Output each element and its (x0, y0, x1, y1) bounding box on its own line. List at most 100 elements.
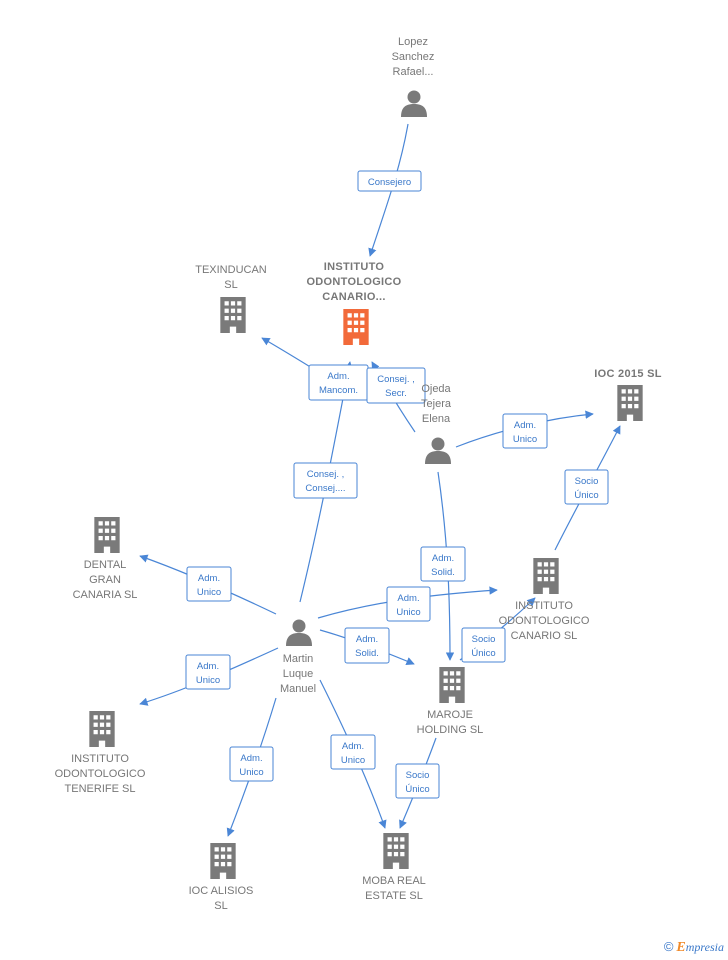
svg-text:Adm.: Adm. (432, 553, 454, 564)
node-label: Ojeda (421, 383, 451, 395)
node-label: Rafael... (393, 66, 434, 78)
node-ioc2015[interactable]: IOC 2015 SL (594, 368, 662, 421)
node-martin[interactable]: Martin Luque Manuel (280, 619, 316, 696)
node-label: Lopez (398, 36, 428, 48)
node-label: ESTATE SL (365, 890, 423, 902)
building-icon (617, 385, 643, 421)
node-lopez[interactable]: Lopez Sanchez Rafael... (392, 36, 435, 117)
node-label: ODONTOLOGICO (499, 615, 590, 627)
node-label: IOC ALISIOS (189, 885, 254, 897)
brand-name: mpresia (685, 940, 724, 954)
edge-label-martin-inst-sl[interactable]: Adm. Unico (386, 586, 431, 622)
node-instituto-canario-main[interactable]: INSTITUTO ODONTOLOGICO CANARIO... (306, 261, 401, 345)
node-label: CANARIO... (322, 291, 386, 303)
svg-text:Consej. ,: Consej. , (307, 469, 345, 480)
node-label: ODONTOLOGICO (306, 276, 401, 288)
node-label: TEXINDUCAN (195, 264, 267, 276)
node-label: CANARIA SL (73, 589, 138, 601)
building-icon (89, 711, 115, 747)
building-icon (439, 667, 465, 703)
svg-text:Unico: Unico (197, 587, 221, 598)
node-label: DENTAL (84, 559, 127, 571)
svg-text:Unico: Unico (196, 675, 220, 686)
svg-text:Unico: Unico (513, 434, 537, 445)
svg-text:Mancom.: Mancom. (319, 385, 358, 396)
edge-label-adm-mancom[interactable]: Adm. Mancom. (308, 364, 369, 401)
svg-text:Consejero: Consejero (368, 177, 411, 188)
node-label: Martin (283, 653, 314, 665)
node-texinducan[interactable]: TEXINDUCAN SL (195, 264, 267, 333)
edge-label-consej-secr[interactable]: Consej. , Secr. (366, 367, 426, 404)
node-label: HOLDING SL (417, 724, 484, 736)
svg-text:Unico: Unico (239, 767, 263, 778)
node-label: Manuel (280, 683, 316, 695)
edge-label-martin-maroje[interactable]: Adm. Solid. (344, 627, 390, 664)
node-instituto-canario-sl[interactable]: INSTITUTO ODONTOLOGICO CANARIO SL (499, 558, 590, 642)
node-label: Elena (422, 413, 451, 425)
node-instituto-tenerife[interactable]: INSTITUTO ODONTOLOGICO TENERIFE SL (55, 711, 146, 795)
node-label: TENERIFE SL (65, 783, 136, 795)
svg-text:Solid.: Solid. (355, 648, 379, 659)
svg-text:Único: Único (471, 648, 495, 659)
copyright-icon: © (663, 939, 674, 954)
svg-text:Único: Único (574, 490, 598, 501)
svg-text:Adm.: Adm. (198, 573, 220, 584)
edge-label-ojeda-maroje[interactable]: Adm. Solid. (420, 546, 466, 582)
building-icon (533, 558, 559, 594)
node-maroje[interactable]: MAROJE HOLDING SL (417, 667, 484, 736)
edge-label-ojeda-ioc2015[interactable]: Adm. Unico (502, 413, 548, 449)
svg-text:Adm.: Adm. (356, 634, 378, 645)
node-label: CANARIO SL (511, 630, 578, 642)
node-label: ODONTOLOGICO (55, 768, 146, 780)
edge-label-consej-consej[interactable]: Consej. , Consej.... (293, 462, 358, 499)
edge-label-martin-moba[interactable]: Adm. Unico (330, 734, 376, 770)
building-icon (220, 297, 246, 333)
edge-label-consejero[interactable]: Consejero (357, 170, 422, 192)
edge-label-group: Consejero Adm. Mancom. Consej. , Secr. C… (185, 170, 609, 799)
node-label: INSTITUTO (515, 600, 573, 612)
node-label: INSTITUTO (324, 261, 385, 273)
svg-text:Adm.: Adm. (397, 593, 419, 604)
edge-label-maroje-inst-sl[interactable]: Socio Único (461, 627, 506, 663)
svg-text:Socio: Socio (472, 634, 496, 645)
building-icon (343, 309, 369, 345)
node-label: SL (224, 279, 237, 291)
edge-group (139, 123, 621, 837)
svg-text:Adm.: Adm. (514, 420, 536, 431)
edge-label-inst-ioc2015[interactable]: Socio Único (564, 469, 609, 505)
node-moba[interactable]: MOBA REAL ESTATE SL (362, 833, 426, 902)
svg-text:Unico: Unico (396, 607, 420, 618)
svg-text:Adm.: Adm. (240, 753, 262, 764)
svg-text:Adm.: Adm. (342, 741, 364, 752)
node-label: Sanchez (392, 51, 435, 63)
edge-label-martin-dental[interactable]: Adm. Unico (186, 566, 232, 602)
building-icon (383, 833, 409, 869)
building-icon (210, 843, 236, 879)
node-label: GRAN (89, 574, 121, 586)
edge-label-martin-tenerife[interactable]: Adm. Unico (185, 654, 231, 690)
node-ojeda[interactable]: Ojeda Tejera Elena (421, 383, 452, 464)
node-label: Tejera (421, 398, 452, 410)
edge-label-maroje-moba[interactable]: Socio Único (395, 763, 440, 799)
node-label: Luque (283, 668, 314, 680)
person-icon (401, 90, 427, 117)
svg-text:Socio: Socio (406, 770, 430, 781)
node-dental[interactable]: DENTAL GRAN CANARIA SL (73, 517, 138, 601)
node-label: MOBA REAL (362, 875, 426, 887)
node-label: IOC 2015 SL (594, 368, 662, 380)
svg-text:Adm.: Adm. (197, 661, 219, 672)
node-ioc-alisios[interactable]: IOC ALISIOS SL (189, 843, 254, 912)
node-label: INSTITUTO (71, 753, 129, 765)
node-label: SL (214, 900, 227, 912)
svg-text:Solid.: Solid. (431, 567, 455, 578)
svg-text:Único: Único (405, 784, 429, 795)
svg-text:Adm.: Adm. (327, 371, 349, 382)
brand-logo-letter: E (676, 940, 686, 955)
svg-text:Secr.: Secr. (385, 388, 407, 399)
svg-text:Consej. ,: Consej. , (377, 374, 415, 385)
svg-text:Consej....: Consej.... (305, 483, 345, 494)
edge-label-martin-alisios[interactable]: Adm. Unico (229, 746, 274, 782)
person-icon (286, 619, 312, 646)
svg-text:Unico: Unico (341, 755, 365, 766)
